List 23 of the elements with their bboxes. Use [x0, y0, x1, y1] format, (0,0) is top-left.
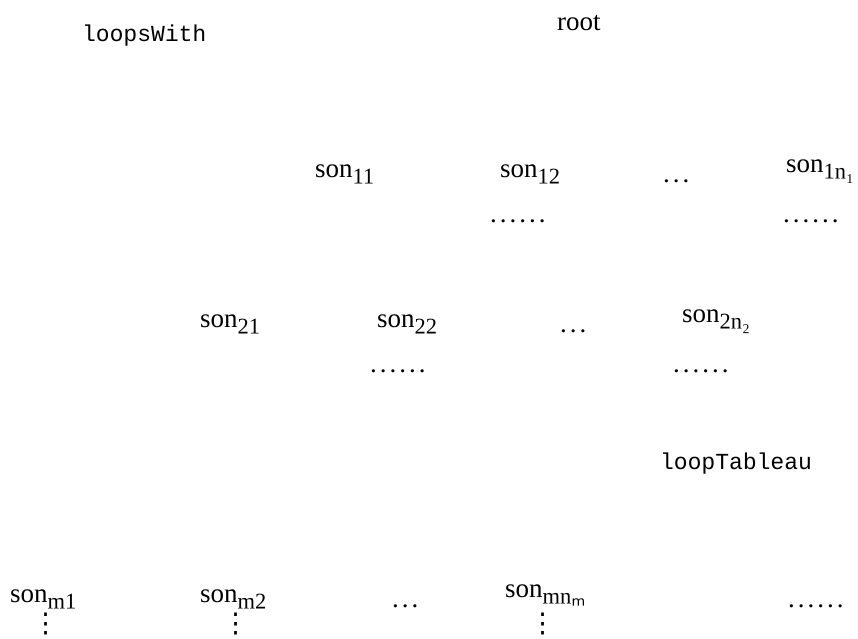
code-label: loopsWith: [82, 24, 206, 47]
ellipsis: ......: [490, 200, 548, 227]
math-label: son$_{11}$: [315, 155, 374, 188]
math-label: son$_{21}$: [200, 305, 260, 338]
math-label: root: [557, 8, 600, 35]
math-label: son$_{m1}$: [10, 580, 76, 613]
math-label: son$_{12}$: [500, 155, 560, 188]
math-label: son$_{2n₂}$: [682, 300, 750, 333]
math-label: son$_{m2}$: [200, 580, 266, 613]
ellipsis: ......: [783, 200, 842, 227]
ellipsis: ......: [370, 350, 428, 377]
ellipsis: ......: [788, 585, 846, 612]
math-label: son$_{22}$: [377, 305, 438, 338]
math-label: son$_{1n₁}$: [786, 150, 854, 183]
vertical-ellipsis: ⋮: [32, 610, 59, 637]
vertical-ellipsis: ⋮: [222, 610, 249, 637]
ellipsis: ...: [560, 310, 590, 337]
code-label: loopTableau: [660, 452, 812, 475]
math-label: son$_{mnₘ}$: [505, 575, 586, 608]
ellipsis: ...: [392, 585, 422, 612]
vertical-ellipsis: ⋮: [529, 610, 556, 637]
ellipsis: ......: [673, 350, 732, 377]
ellipsis: ...: [663, 160, 692, 187]
